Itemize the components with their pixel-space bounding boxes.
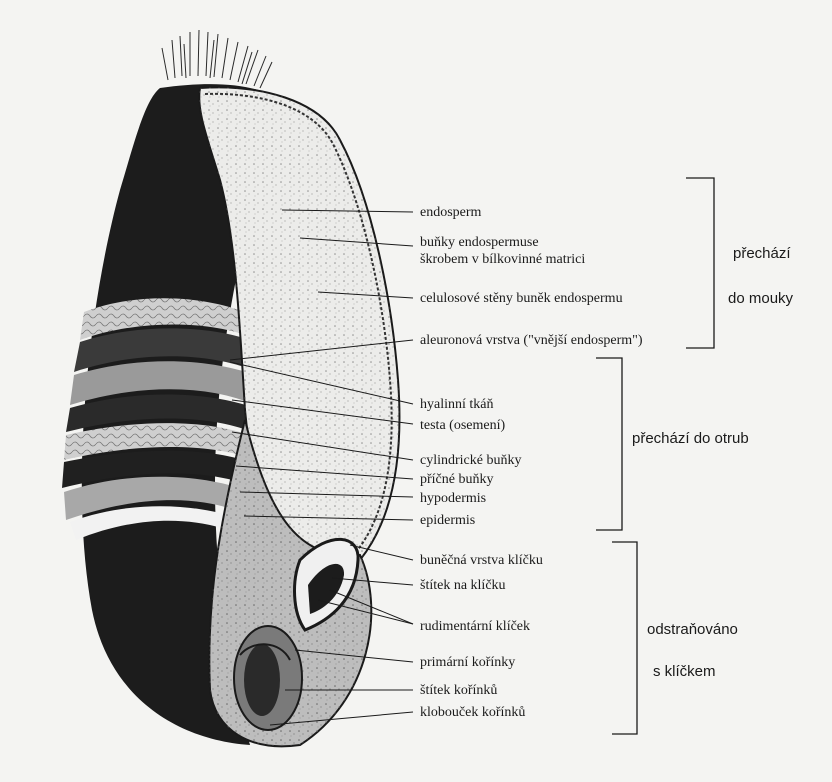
label-rudimentary-germ: rudimentární klíček bbox=[420, 618, 530, 635]
group-germ-line-1: odstraňováno bbox=[647, 621, 738, 639]
label-scutellum: štítek na klíčku bbox=[420, 577, 506, 594]
label-cellulose-walls: celulosové stěny buněk endospermu bbox=[420, 290, 623, 307]
label-root-sheath: štítek kořínků bbox=[420, 682, 497, 699]
label-testa: testa (osemení) bbox=[420, 417, 505, 434]
group-flour-line-2: do mouky bbox=[728, 290, 793, 308]
label-endosperm-cells-2: škrobem v bílkovinné matrici bbox=[420, 251, 585, 268]
label-hypodermis: hypodermis bbox=[420, 490, 486, 507]
group-bran: přechází do otrub bbox=[632, 430, 749, 448]
label-germ-cell-layer: buněčná vrstva klíčku bbox=[420, 552, 543, 569]
roots bbox=[234, 626, 302, 730]
label-epidermis: epidermis bbox=[420, 512, 475, 529]
label-hyaline-tissue: hyalinní tkáň bbox=[420, 396, 494, 413]
label-primary-roots: primární kořínky bbox=[420, 654, 515, 671]
group-flour-line-1: přechází bbox=[733, 245, 791, 263]
label-root-cap: klobouček kořínků bbox=[420, 704, 525, 721]
label-cross-cells: příčné buňky bbox=[420, 471, 493, 488]
label-cylindrical-cells: cylindrické buňky bbox=[420, 452, 521, 469]
group-germ-line-2: s klíčkem bbox=[653, 663, 716, 681]
brush-hairs bbox=[162, 30, 272, 88]
label-endosperm: endosperm bbox=[420, 204, 481, 221]
group-brackets bbox=[596, 178, 714, 734]
label-endosperm-cells-1: buňky endospermuse bbox=[420, 234, 539, 251]
label-aleurone-layer: aleuronová vrstva ("vnější endosperm") bbox=[420, 332, 643, 349]
